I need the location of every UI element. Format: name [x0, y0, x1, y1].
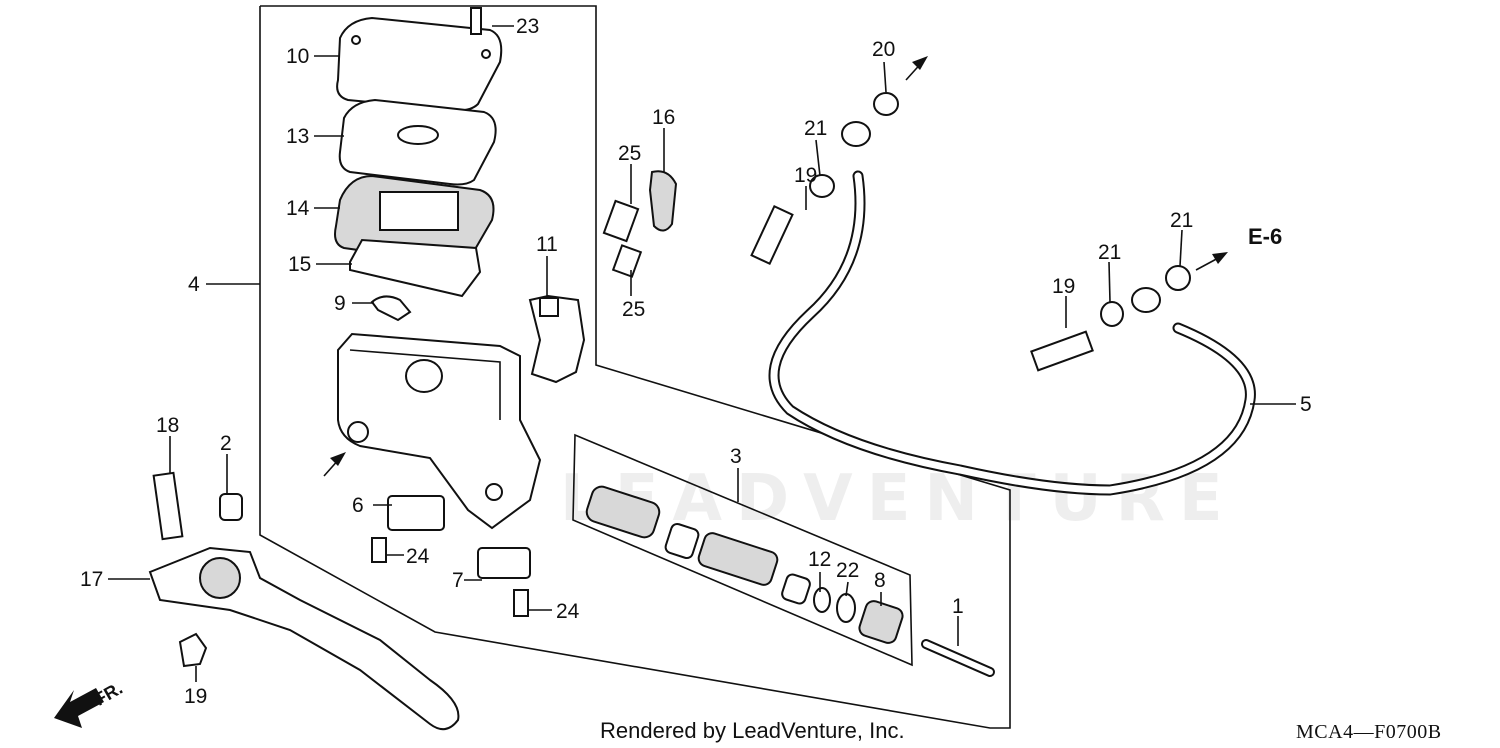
cap-screw-hole	[351, 35, 361, 45]
boot[interactable]	[857, 599, 904, 645]
sealing-washer[interactable]	[1165, 265, 1191, 291]
reservoir-cap[interactable]	[336, 16, 503, 112]
arrow-head	[912, 56, 928, 70]
switch[interactable]	[387, 495, 445, 531]
boot-end[interactable]	[781, 573, 812, 605]
arrow-head	[1212, 252, 1228, 264]
body-edge	[349, 349, 501, 420]
hose-guide[interactable]	[648, 170, 678, 232]
callout-15: 15	[288, 253, 311, 276]
callout-18: 18	[156, 414, 179, 437]
leader-lines	[108, 25, 1296, 682]
callout-14: 14	[286, 197, 310, 220]
banjo-fitting[interactable]	[1131, 287, 1161, 313]
banjo-bolt[interactable]	[1030, 330, 1094, 372]
credit-text: Rendered by LeadVenture, Inc.	[600, 718, 905, 743]
screw[interactable]	[371, 537, 387, 563]
callout-24-top: 24	[406, 545, 430, 568]
callout-3: 3	[730, 445, 742, 468]
callout-4: 4	[188, 273, 200, 296]
callout-5: 5	[1300, 393, 1312, 416]
pivot-bolt[interactable]	[152, 471, 184, 541]
callout-11: 11	[536, 233, 558, 256]
banjo-fitting[interactable]	[841, 121, 871, 147]
clip[interactable]	[370, 295, 412, 322]
diagram-code: MCA4—F0700B	[1296, 721, 1442, 743]
spring[interactable]	[584, 484, 662, 540]
bolt[interactable]	[611, 244, 643, 278]
callout-22: 22	[836, 559, 859, 582]
callout-7: 7	[452, 569, 464, 592]
arrow-head	[330, 452, 346, 466]
callout-10: 10	[286, 45, 309, 68]
screw[interactable]	[470, 7, 482, 35]
plate-grommet	[397, 125, 439, 145]
callout-20: 19	[184, 685, 207, 708]
banjo-bolt[interactable]	[750, 204, 794, 266]
piston[interactable]	[697, 531, 780, 587]
callout-12: 12	[808, 548, 831, 571]
washer[interactable]	[813, 587, 831, 613]
nut[interactable]	[178, 632, 208, 668]
front-arrow	[54, 688, 104, 728]
circlip[interactable]	[836, 593, 856, 623]
reservoir-port	[405, 359, 443, 393]
callout-21-middle: 21	[804, 117, 827, 140]
callout-21-lower: 21	[1098, 241, 1121, 264]
mount-hole	[347, 421, 369, 443]
callout-9: 9	[334, 292, 346, 315]
callout-25-bottom: 25	[622, 298, 645, 321]
callout-2: 2	[220, 432, 232, 455]
callout-8: 8	[874, 569, 886, 592]
lever-pivot	[199, 557, 241, 599]
push-rod-core	[923, 641, 993, 675]
screw[interactable]	[513, 589, 529, 617]
watermark: LEADVENTURE	[560, 462, 1237, 536]
callout-19-right-label: 19	[1052, 275, 1075, 298]
pivot-hole	[485, 483, 503, 501]
callout-1: 1	[952, 595, 964, 618]
sealing-washer[interactable]	[1100, 301, 1124, 327]
diaphragm-center	[379, 191, 459, 231]
cap-screw-hole	[481, 49, 491, 59]
sealing-washer[interactable]	[873, 92, 899, 116]
callout-21-top: 20	[872, 38, 895, 61]
callout-24-bottom: 24	[556, 600, 580, 623]
assembly-frame	[259, 5, 1011, 729]
bushing[interactable]	[219, 493, 243, 521]
callout-13: 13	[286, 125, 309, 148]
switch[interactable]	[477, 547, 531, 579]
callout-25-top: 25	[618, 142, 641, 165]
holder-bolt-hole	[539, 297, 559, 317]
callout-6: 6	[352, 494, 364, 517]
callout-17: 17	[80, 568, 103, 591]
callout-23: 23	[516, 15, 539, 38]
brake-hose-core	[770, 172, 1254, 494]
float[interactable]	[349, 238, 482, 298]
reference-label[interactable]: E-6	[1248, 224, 1282, 249]
master-cylinder-body[interactable]	[337, 332, 542, 530]
bolt[interactable]	[602, 199, 640, 243]
cup[interactable]	[664, 522, 700, 560]
piston-kit-frame	[572, 433, 913, 667]
callout-19-left: 19	[794, 164, 817, 187]
callout-21-right: 21	[1170, 209, 1193, 232]
sealing-washer[interactable]	[809, 174, 835, 198]
callout-16: 16	[652, 106, 675, 129]
